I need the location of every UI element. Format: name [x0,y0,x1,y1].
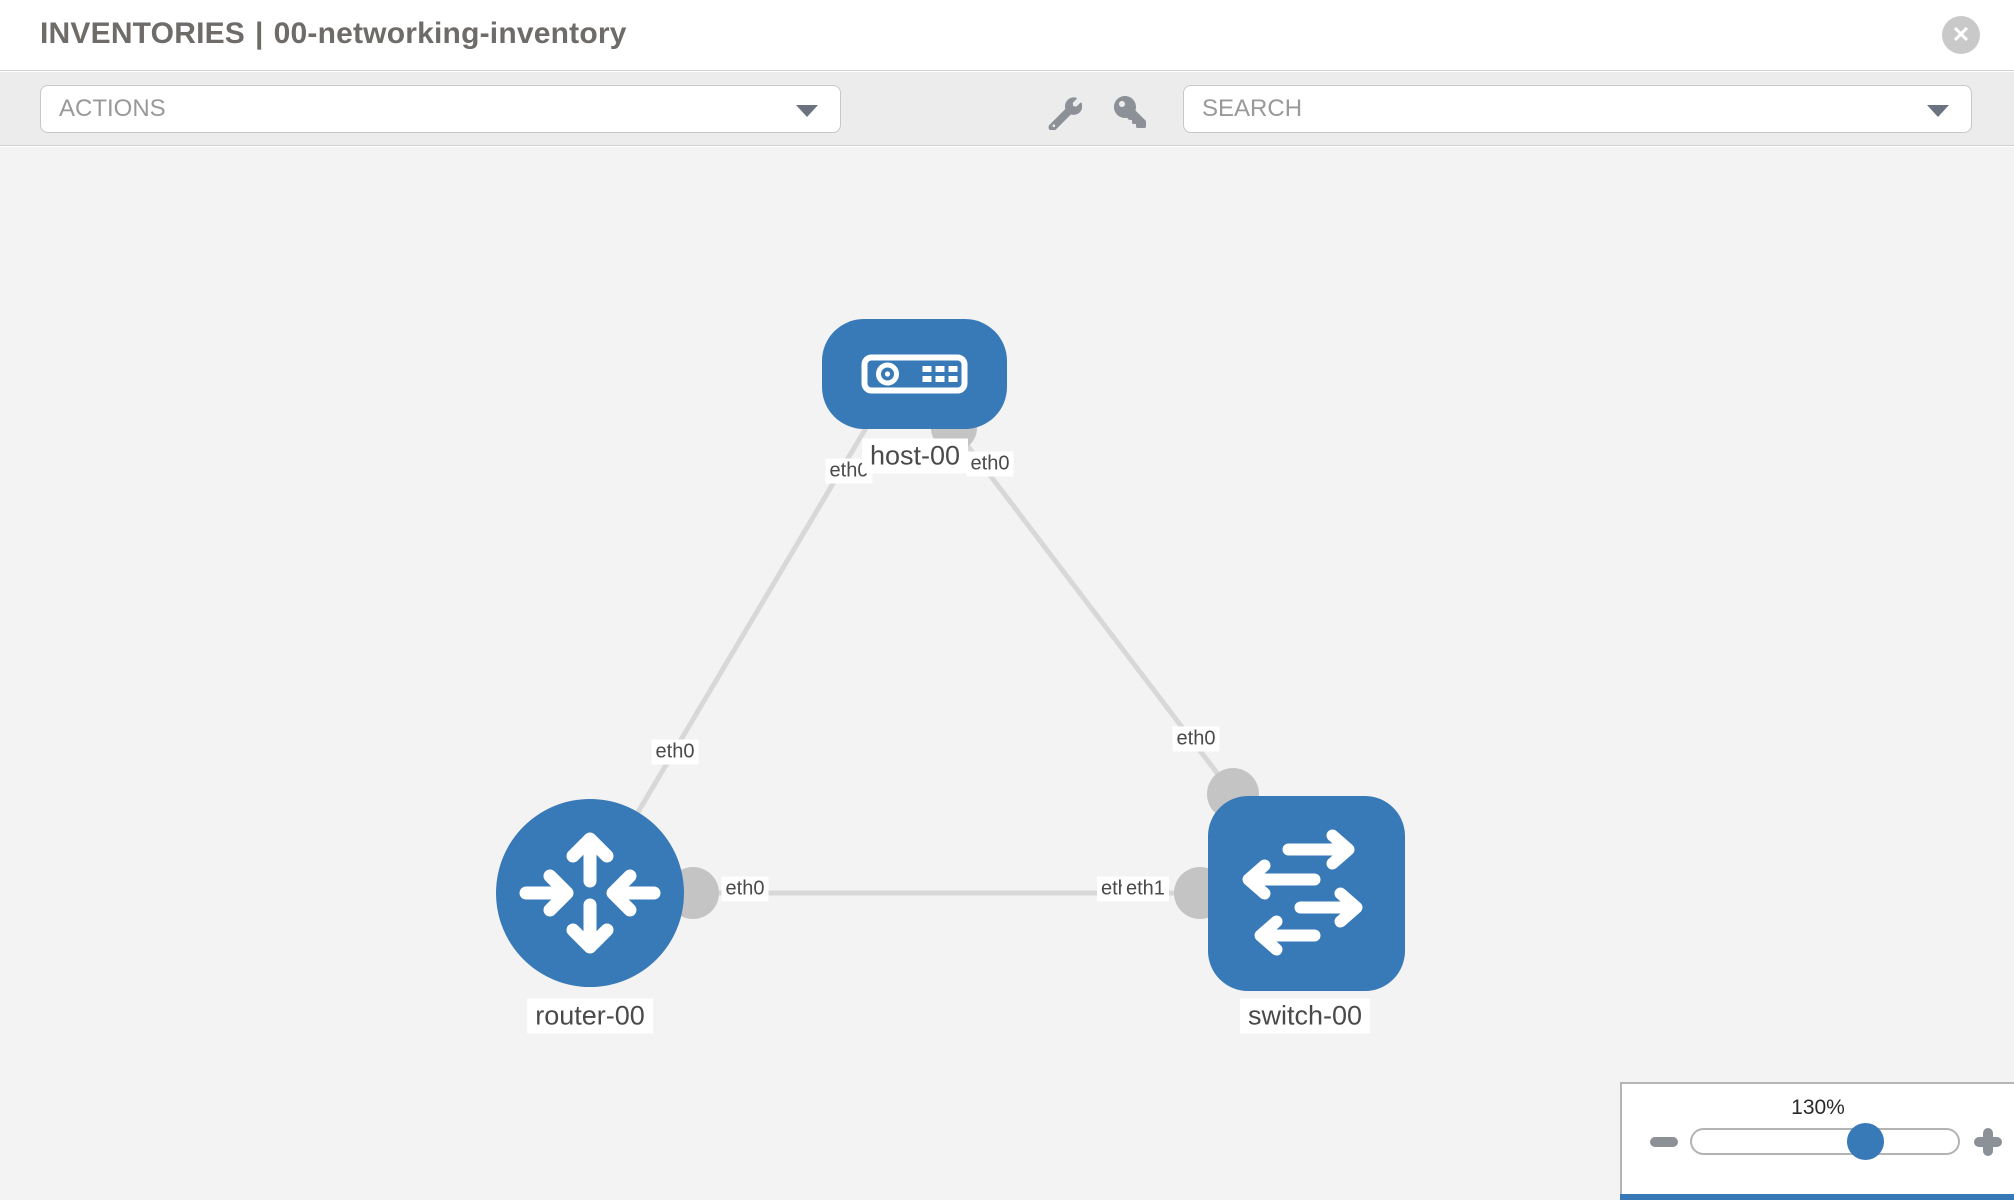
title-inventory-name: 00-networking-inventory [273,17,627,50]
key-icon[interactable] [1114,96,1146,133]
caret-down-icon [796,105,818,117]
toolbar: ACTIONS SEARCH [0,72,2014,146]
iface-label: eth0 [721,876,769,902]
wrench-icon[interactable] [1048,96,1083,135]
topology-canvas[interactable]: eth0 eth0 eth0 eth0 eth0 eth0 eth1 host-… [0,147,2014,1200]
zoom-out-icon[interactable] [1650,1137,1678,1147]
zoom-panel: 130% [1620,1082,2014,1200]
title-bar: INVENTORIES | 00-networking-inventory ✕ [0,0,2014,71]
router-arrows-icon [519,832,661,954]
iface-label: eth1 [1122,876,1169,902]
iface-label: eth0 [1172,726,1220,752]
title-section: INVENTORIES [40,17,246,50]
iface-label: eth0 [651,739,699,765]
search-dropdown-label: SEARCH [1202,95,1303,122]
node-label-switch[interactable]: switch-00 [1239,998,1371,1034]
zoom-level: 130% [1791,1096,1845,1119]
node-host[interactable] [822,319,1007,429]
actions-dropdown-label: ACTIONS [59,95,166,122]
node-switch[interactable] [1208,796,1405,991]
iface-label: eth0 [966,451,1014,477]
close-icon[interactable]: ✕ [1942,16,1980,54]
actions-dropdown[interactable]: ACTIONS [40,85,841,133]
node-label-router[interactable]: router-00 [527,998,653,1034]
iface-label: eth0 [825,458,873,484]
search-dropdown[interactable]: SEARCH [1183,85,1972,133]
host-server-icon [861,354,968,394]
zoom-in-icon[interactable] [1974,1128,2002,1156]
page-title: INVENTORIES | 00-networking-inventory [40,17,637,51]
title-separator: | [255,17,264,50]
zoom-slider-track[interactable] [1690,1128,1960,1155]
switch-arrows-icon [1242,829,1363,956]
caret-down-icon [1927,105,1949,117]
bottom-accent-bar [1620,1194,2014,1200]
zoom-slider-handle[interactable] [1847,1123,1884,1160]
node-router[interactable] [496,799,684,987]
node-label-host[interactable]: host-00 [861,438,969,474]
